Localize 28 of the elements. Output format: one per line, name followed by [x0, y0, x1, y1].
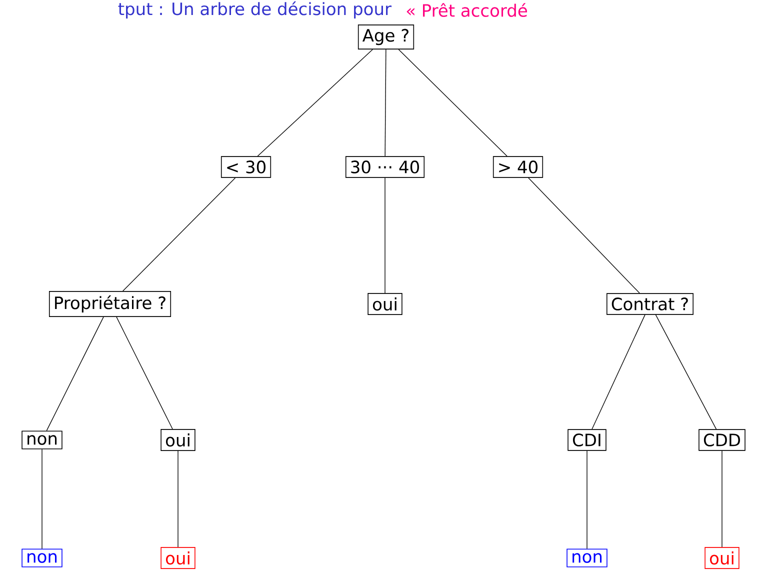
decision-box: Age ?	[358, 24, 414, 50]
decision-box: CDI	[568, 429, 606, 451]
connector-line	[528, 177, 640, 294]
connector-line	[46, 316, 104, 432]
decision-box: > 40	[492, 156, 544, 178]
connector-line	[586, 450, 588, 550]
connector-line	[398, 49, 508, 157]
decision-box: 30 ··· 40	[345, 156, 425, 178]
decision-box: oui	[368, 293, 402, 315]
connector-line	[655, 314, 717, 430]
connector-line	[384, 49, 386, 157]
title: tput : Un arbre de décision pour	[118, 1, 392, 19]
title-highlight: « Prêt accordé	[406, 3, 527, 17]
leaf-box: oui	[160, 547, 196, 569]
connector-line	[384, 177, 386, 294]
decision-box: oui	[160, 429, 196, 451]
connector-line	[257, 49, 373, 157]
leaf-box: oui	[704, 547, 740, 569]
connector-line	[122, 177, 236, 292]
decision-box: < 30	[220, 156, 272, 178]
connector-line	[592, 314, 646, 430]
decision-box: non	[22, 430, 62, 450]
decision-box: CDD	[698, 429, 746, 451]
leaf-box: non	[22, 548, 62, 568]
decision-box: Contrat ?	[606, 293, 694, 315]
connector-line	[116, 316, 173, 430]
leaf-box: non	[566, 548, 608, 568]
decision-box: Propriétaire ?	[48, 291, 172, 317]
